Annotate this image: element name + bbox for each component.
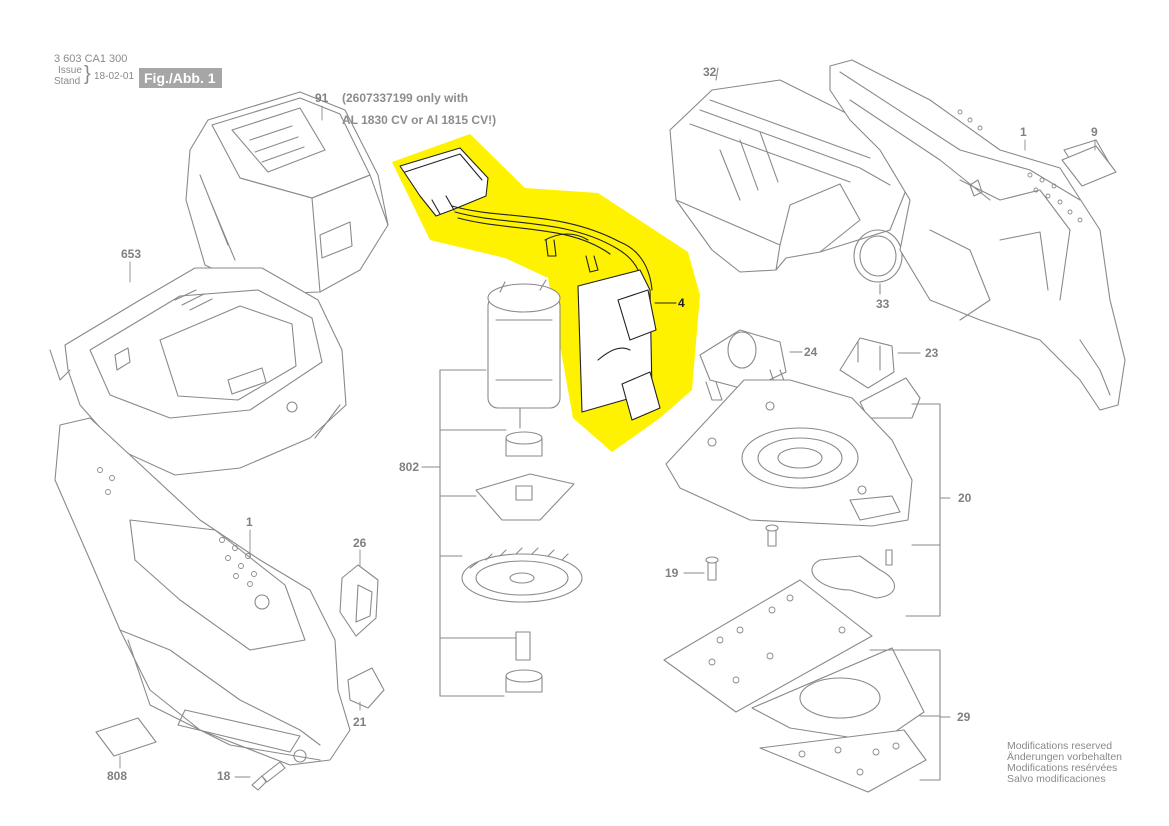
part-number-91: 91	[315, 91, 329, 105]
sanding-pads-29	[663, 579, 927, 793]
part-number-19: 19	[665, 566, 679, 580]
bracket-20	[905, 403, 951, 617]
issue-date: 18-02-01	[94, 71, 135, 82]
part-number-653: 653	[121, 247, 142, 261]
leader-lines	[119, 105, 1096, 778]
modifications-de: Änderungen vorbehalten	[1007, 751, 1123, 763]
part-number-802: 802	[399, 460, 420, 474]
part-number-29: 29	[957, 710, 971, 724]
ring-33	[853, 229, 903, 283]
figure-label: Fig./Abb. 1	[139, 68, 222, 88]
tool-housing-1-left	[54, 417, 351, 766]
battery-note-line-2: AL 1830 CV or Al 1815 CV!)	[342, 113, 497, 127]
part-number-18: 18	[217, 769, 231, 783]
charger-653	[49, 267, 347, 476]
issue-label: Issue	[58, 65, 82, 76]
modifications-en: Modifications reserved	[1007, 740, 1113, 752]
screw-18	[251, 761, 286, 791]
screws-19	[683, 524, 893, 581]
cap-21	[347, 667, 385, 709]
bracket-802	[421, 369, 517, 697]
part-number-4: 4	[678, 296, 685, 310]
battery-note-line-1: (2607337199 only with	[342, 91, 469, 105]
part-number-808: 808	[107, 769, 128, 783]
bracket-29	[869, 649, 951, 781]
motor-assembly-802	[461, 279, 583, 693]
part-number-1-right: 1	[1020, 125, 1027, 139]
base-plate-20	[665, 379, 913, 527]
electronic-module-4	[399, 147, 677, 421]
label-plate-808	[95, 717, 157, 757]
ring-33-inner	[859, 235, 897, 277]
modifications-notice: Modifications reserved Änderungen vorbeh…	[1007, 741, 1122, 785]
battery-pack-91	[185, 91, 389, 295]
stand-label: Stand	[54, 76, 81, 87]
spring-clip-20	[811, 555, 896, 599]
part-number-32: 32	[703, 65, 717, 79]
part-number-9: 9	[1091, 125, 1098, 139]
modifications-es: Salvo modificaciones	[1007, 773, 1106, 785]
cover-32	[669, 67, 909, 273]
part-number-1-left: 1	[246, 515, 253, 529]
part-number-20: 20	[958, 491, 972, 505]
label-plate-9	[1061, 145, 1117, 187]
clip-23	[839, 337, 921, 389]
document-code: 3 603 CA1 300	[54, 53, 128, 65]
part-number-26: 26	[353, 536, 367, 550]
part-number-24: 24	[804, 345, 818, 359]
modifications-fr: Modifications resérvées	[1007, 762, 1118, 774]
part-number-21: 21	[353, 715, 367, 729]
part-number-33: 33	[876, 297, 890, 311]
brace-glyph: }	[84, 63, 91, 85]
part-number-23: 23	[925, 346, 939, 360]
knob-26	[339, 564, 379, 637]
